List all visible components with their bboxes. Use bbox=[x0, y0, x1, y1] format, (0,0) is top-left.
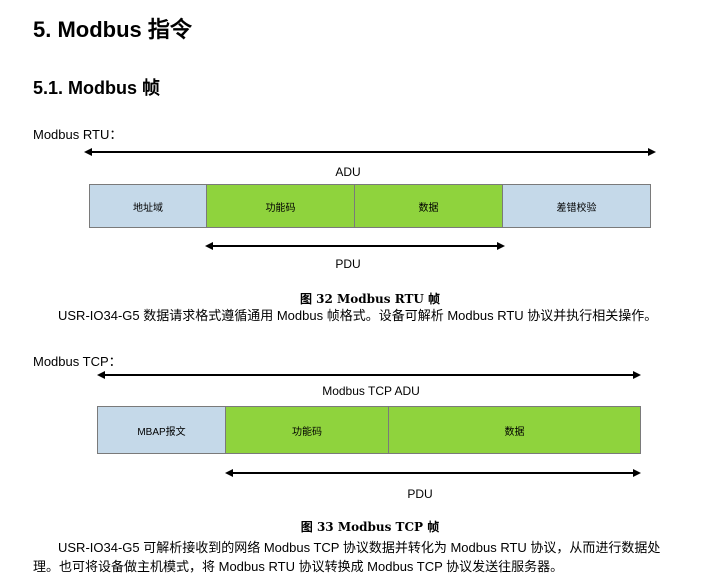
rtu-adu-arrow bbox=[84, 148, 656, 156]
rtu-field-address: 地址域 bbox=[90, 185, 207, 227]
tcp-field-data: 数据 bbox=[389, 407, 640, 453]
rtu-paragraph: USR-IO34-G5 数据请求格式遵循通用 Modbus 帧格式。设备可解析 … bbox=[58, 308, 658, 323]
tcp-paragraph-line-1: USR-IO34-G5 可解析接收到的网络 Modbus TCP 协议数据并转化… bbox=[58, 540, 661, 555]
tcp-pdu-label: PDU bbox=[407, 487, 433, 501]
tcp-field-mbap: MBAP报文 bbox=[98, 407, 226, 453]
tcp-label: Modbus TCP： bbox=[33, 354, 122, 369]
rtu-field-data: 数据 bbox=[355, 185, 503, 227]
figure-32-caption: 图 32 Modbus RTU 帧 bbox=[299, 292, 441, 306]
tcp-field-function-code: 功能码 bbox=[226, 407, 389, 453]
tcp-adu-label: Modbus TCP ADU bbox=[322, 384, 420, 398]
rtu-field-error-check: 差错校验 bbox=[503, 185, 650, 227]
rtu-field-function-code: 功能码 bbox=[207, 185, 355, 227]
tcp-pdu-arrow bbox=[225, 469, 641, 477]
tcp-paragraph-line-2: 理。也可将设备做主机模式，将 Modbus RTU 协议转换成 Modbus T… bbox=[33, 559, 564, 574]
rtu-pdu-label: PDU bbox=[335, 257, 361, 271]
rtu-pdu-arrow bbox=[205, 242, 505, 250]
figure-33-caption: 图 33 Modbus TCP 帧 bbox=[300, 520, 440, 534]
section-title: 5.1. Modbus 帧 bbox=[33, 78, 161, 98]
rtu-label: Modbus RTU： bbox=[33, 127, 123, 142]
tcp-frame: MBAP报文 功能码 数据 bbox=[97, 406, 641, 454]
rtu-adu-label: ADU bbox=[335, 165, 361, 179]
page-title: 5. Modbus 指令 bbox=[33, 17, 192, 42]
rtu-frame: 地址域 功能码 数据 差错校验 bbox=[89, 184, 651, 228]
tcp-adu-arrow bbox=[97, 371, 641, 379]
